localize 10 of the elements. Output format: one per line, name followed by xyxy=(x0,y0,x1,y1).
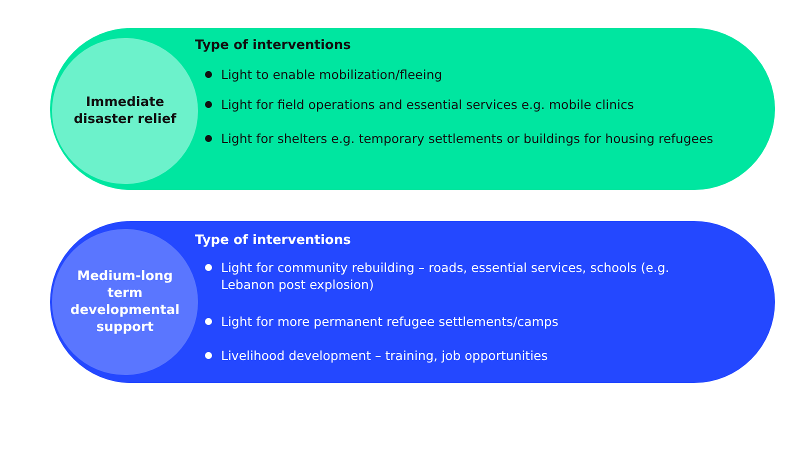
list-heading: Type of interventions xyxy=(195,38,351,53)
list-heading: Type of interventions xyxy=(195,233,351,248)
list-item-text: Livelihood development – training, job opportunities xyxy=(221,347,548,364)
list-item-text: Light for community rebuilding – roads, essential services, schools (e.g. Lebanon post explosion) xyxy=(221,259,670,293)
category-label: Immediate disaster relief xyxy=(72,94,178,128)
list-item-text: Light for more permanent refugee settlements/camps xyxy=(221,313,558,330)
list-item-text: Light to enable mobilization/fleeing xyxy=(221,66,442,83)
list-item-text: Light for shelters e.g. temporary settlements or buildings for housing refugees xyxy=(221,130,714,147)
category-label: Medium-long term developmental support xyxy=(69,268,181,336)
list-item-text: Light for field operations and essential services e.g. mobile clinics xyxy=(221,96,634,113)
